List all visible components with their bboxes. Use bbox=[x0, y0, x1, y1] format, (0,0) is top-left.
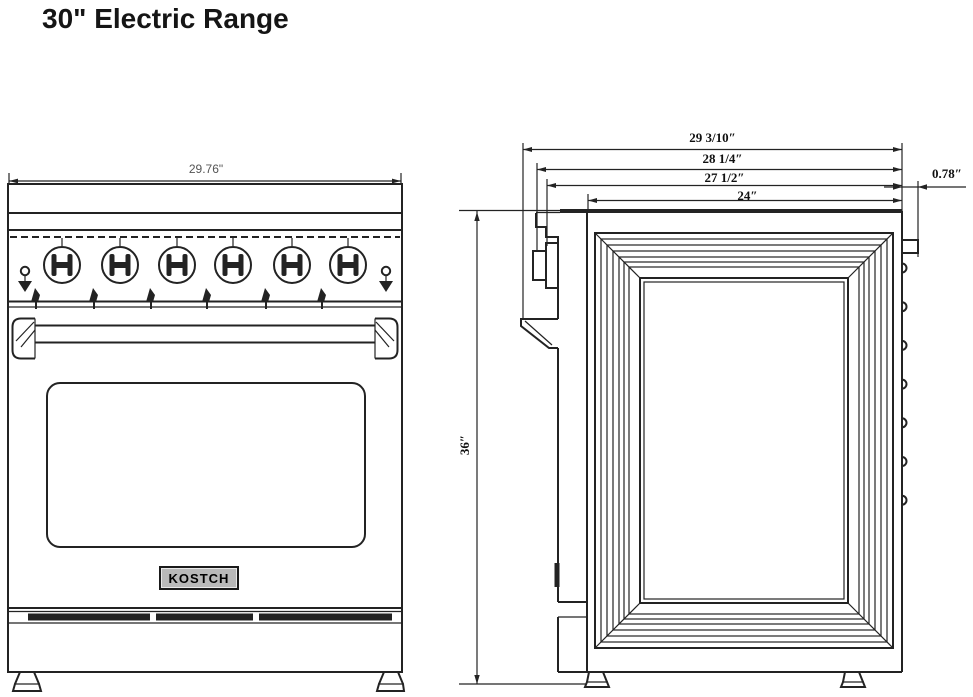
rear-spacer-bumps bbox=[901, 239, 919, 506]
oven-window bbox=[46, 382, 366, 548]
vent-grille bbox=[8, 610, 402, 624]
burner-knob-2 bbox=[89, 238, 139, 309]
leveling-foot-front-left bbox=[11, 671, 43, 692]
burner-indicator-icon-left bbox=[18, 265, 32, 292]
side-panel-embossing bbox=[594, 232, 894, 649]
dim-label-total-depth: 29 3/10″ bbox=[689, 130, 736, 145]
page-title: 30" Electric Range bbox=[42, 3, 289, 34]
brand-plate: KOSTCH bbox=[159, 566, 239, 590]
side-view bbox=[459, 143, 966, 688]
leveling-foot-front-right bbox=[375, 671, 406, 692]
dim-label-front-width: 29.76" bbox=[188, 162, 224, 176]
rear-spacer-tab bbox=[901, 239, 919, 254]
leveling-foot-side-front bbox=[583, 671, 611, 688]
dim-label-depth-with-knobs: 28 1/4″ bbox=[702, 151, 743, 166]
burner-knob-row bbox=[31, 238, 367, 309]
handle-bracket-left bbox=[11, 317, 35, 360]
knob-profile-shaft bbox=[545, 242, 559, 289]
depth-dimension-lines bbox=[522, 143, 903, 320]
door-gasket-notch bbox=[554, 563, 560, 587]
rear-gap-dimension-line bbox=[884, 181, 966, 257]
dim-label-height: 36″ bbox=[457, 434, 472, 456]
front-profile bbox=[520, 213, 588, 672]
burner-knob-3 bbox=[146, 238, 196, 309]
burner-knob-6 bbox=[317, 238, 367, 309]
handle-profile bbox=[520, 318, 558, 349]
height-dimension-line bbox=[459, 209, 592, 685]
handle-bracket-right bbox=[375, 317, 399, 360]
dim-label-rear-gap: 0.78″ bbox=[932, 166, 962, 181]
oven-door-handle bbox=[11, 317, 399, 360]
burner-knob-1 bbox=[31, 238, 81, 309]
dim-label-depth-with-door: 27 1/2″ bbox=[704, 170, 745, 185]
range-body-outline bbox=[7, 183, 403, 673]
front-width-dimension-line bbox=[8, 173, 402, 184]
dim-label-cabinet-depth: 24″ bbox=[737, 188, 758, 203]
burner-knob-4 bbox=[202, 238, 252, 309]
front-view bbox=[7, 173, 406, 692]
burner-knob-5 bbox=[261, 238, 311, 309]
knob-profile-cap bbox=[532, 250, 547, 281]
leveling-foot-side-rear bbox=[839, 671, 867, 688]
burner-indicator-icon-right bbox=[379, 265, 393, 292]
